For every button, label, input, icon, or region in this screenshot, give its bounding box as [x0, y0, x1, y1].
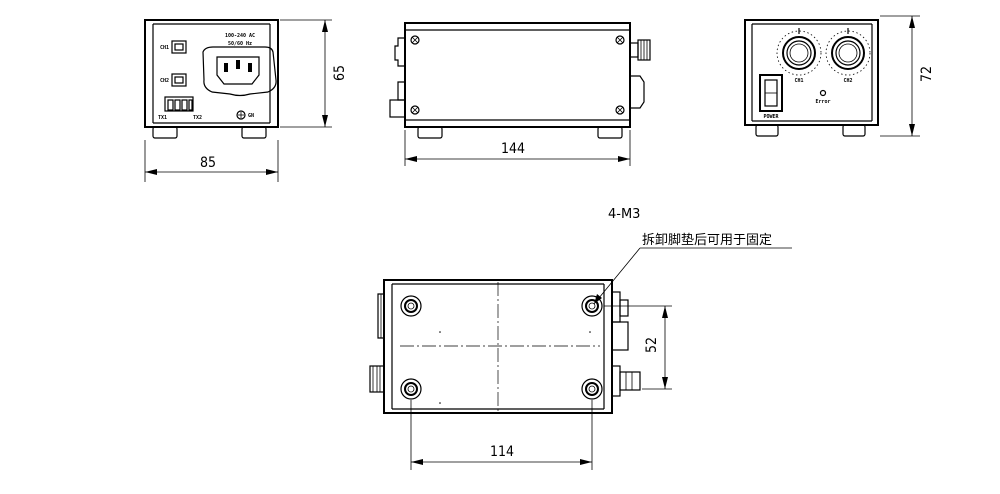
error-label: Error	[815, 99, 830, 105]
ground-screw-icon	[236, 110, 246, 120]
screw-spec: 4-M3	[608, 207, 640, 222]
front-ch1-label: CH1	[160, 45, 169, 51]
front-body	[144, 19, 279, 128]
front-foot-left	[152, 126, 178, 139]
rear-view: CH1 CH2 POWER Error 72	[744, 15, 935, 137]
error-led-icon	[819, 89, 827, 97]
side-switch-icon	[630, 75, 645, 109]
voltage-label: 100-240 AC	[225, 33, 255, 39]
side-body	[404, 22, 631, 128]
power-switch-icon	[759, 74, 783, 112]
ac-inlet-icon	[202, 46, 277, 97]
terminal-block-icon	[164, 96, 194, 112]
side-screws	[410, 35, 625, 115]
ch2-knob-icon	[825, 28, 871, 76]
frequency-label: 50/60 Hz	[228, 41, 252, 47]
rear-body	[744, 19, 879, 126]
ch1-connector-icon	[171, 40, 187, 54]
front-width-dim: 85	[200, 155, 216, 171]
side-terminal-icon	[389, 99, 406, 118]
power-label: POWER	[763, 114, 779, 120]
rear-height-dim: 72	[919, 66, 935, 82]
side-length-dim: 144	[501, 141, 525, 157]
rear-ch2-label: CH2	[843, 78, 852, 84]
bottom-view: 4-M3 拆卸脚垫后可用于固定 52 114	[369, 207, 792, 470]
side-knob-icon	[629, 39, 651, 61]
hole-pitch-dim: 52	[644, 337, 660, 353]
term-right-label: TX2	[193, 115, 202, 121]
hole-span-dim: 114	[490, 444, 514, 460]
front-foot-right	[241, 126, 267, 139]
gnd-label: GN	[248, 113, 254, 119]
ch1-knob-icon	[776, 28, 822, 76]
front-height-dim: 65	[332, 65, 348, 81]
mounting-hole-icon	[400, 295, 603, 400]
side-view: 144	[389, 22, 651, 166]
ch2-connector-icon	[171, 73, 187, 87]
front-ch2-label: CH2	[160, 78, 169, 84]
mounting-note: 拆卸脚垫后可用于固定	[642, 232, 772, 248]
rear-ch1-label: CH1	[794, 78, 803, 84]
front-view: 100-240 AC 50/60 Hz CH1 CH2 TX1 TX2	[144, 19, 348, 182]
term-left-label: TX1	[158, 115, 167, 121]
